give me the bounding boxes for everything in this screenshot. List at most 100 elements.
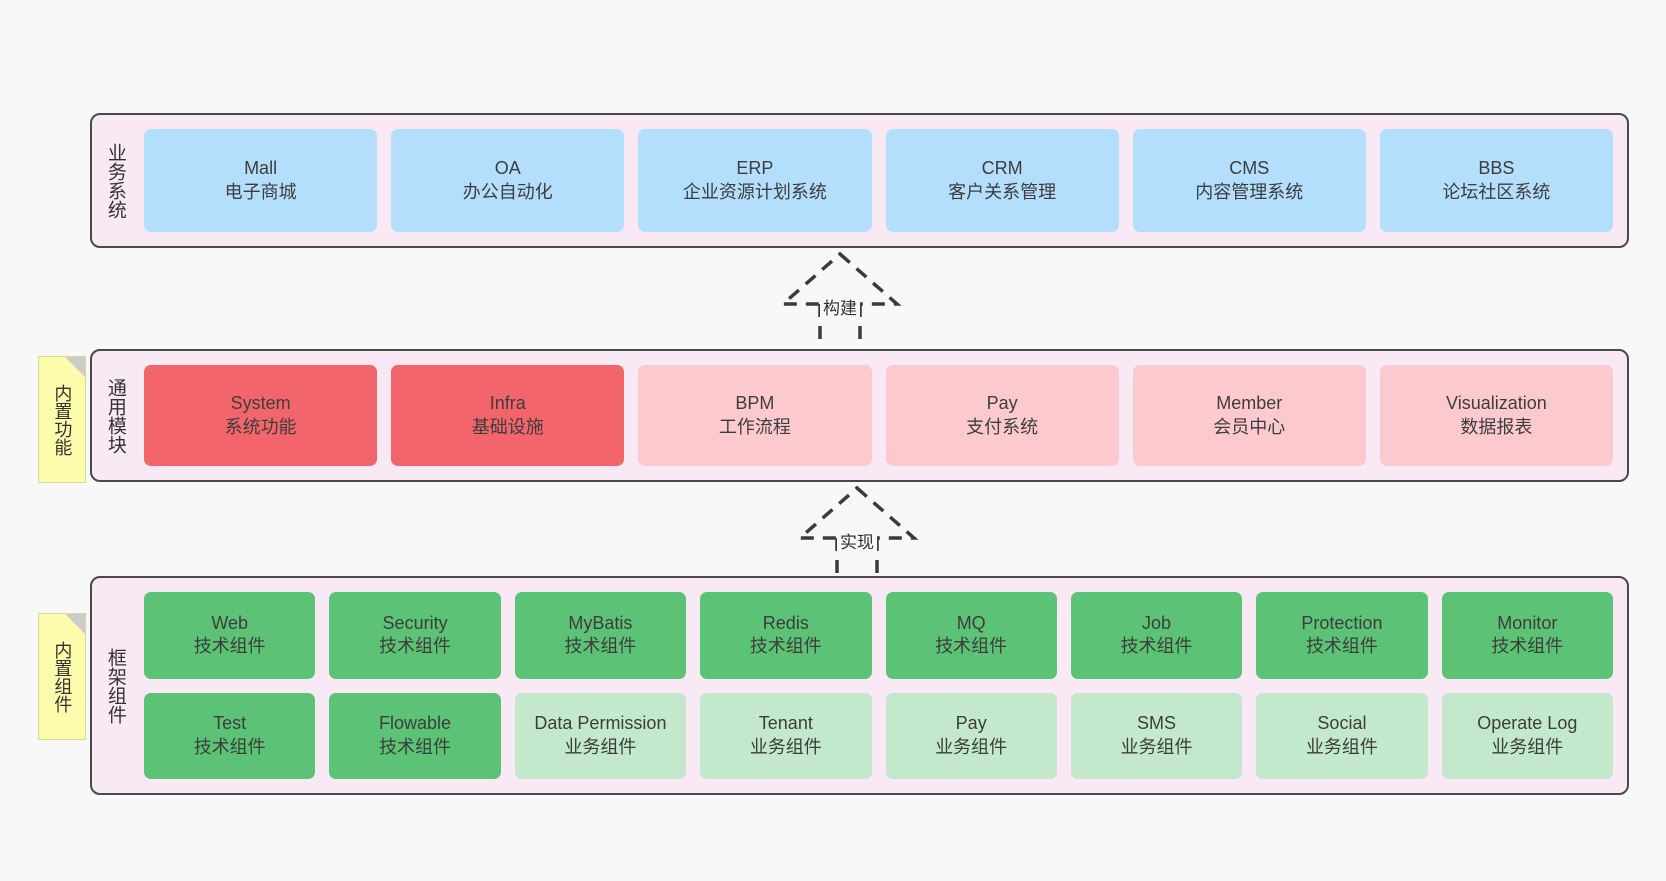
card-protection[interactable]: Protection 技术组件 (1256, 592, 1428, 679)
card-subtitle: 内容管理系统 (1195, 181, 1304, 202)
card-title: Data Permission (534, 713, 667, 734)
note-builtin-component: 内置组件 (38, 613, 86, 740)
card-grid-framework-components: Web 技术组件 Security 技术组件 MyBatis 技术组件 Redi… (138, 578, 1627, 793)
card-security[interactable]: Security 技术组件 (329, 592, 501, 679)
card-subtitle: 业务组件 (1120, 736, 1193, 757)
card-pay-component[interactable]: Pay 业务组件 (885, 692, 1057, 779)
card-title: MQ (956, 612, 986, 633)
card-erp[interactable]: ERP 企业资源计划系统 (638, 129, 872, 232)
card-title: CMS (1229, 158, 1270, 179)
card-title: Web (211, 612, 249, 633)
card-subtitle: 技术组件 (193, 736, 266, 757)
card-subtitle: 业务组件 (1491, 736, 1564, 757)
layer-title-common-modules: 通用模块 (104, 377, 126, 454)
card-tenant[interactable]: Tenant 业务组件 (700, 692, 872, 779)
card-grid-common-modules: System 系统功能 Infra 基础设施 BPM 工作流程 Pay 支付系统… (138, 351, 1627, 480)
card-title: OA (494, 158, 521, 179)
layer-common-modules: 通用模块 System 系统功能 Infra 基础设施 BPM 工作流程 Pay… (90, 349, 1629, 482)
card-title: Pay (955, 713, 987, 734)
card-title: CRM (981, 158, 1023, 179)
card-web[interactable]: Web 技术组件 (144, 592, 316, 679)
layer-framework-components: 框架组件 Web 技术组件 Security 技术组件 MyBatis 技术组件… (90, 576, 1629, 795)
card-subtitle: 技术组件 (379, 636, 452, 657)
card-title: Redis (762, 612, 809, 633)
card-title: Test (213, 713, 247, 734)
card-subtitle: 论坛社区系统 (1442, 181, 1551, 202)
card-title: Protection (1301, 612, 1383, 633)
card-subtitle: 办公自动化 (462, 181, 553, 202)
layer-title-business-systems: 业务系统 (104, 142, 126, 219)
card-sms[interactable]: SMS 业务组件 (1070, 692, 1243, 779)
card-mq[interactable]: MQ 技术组件 (885, 592, 1057, 679)
card-title: Tenant (758, 713, 813, 734)
card-title: BPM (735, 393, 775, 414)
card-subtitle: 业务组件 (935, 736, 1008, 757)
card-title: Member (1216, 393, 1283, 414)
card-subtitle: 业务组件 (564, 736, 637, 757)
card-subtitle: 客户关系管理 (948, 181, 1057, 202)
card-visualization[interactable]: Visualization 数据报表 (1379, 365, 1613, 466)
card-bpm[interactable]: BPM 工作流程 (638, 365, 872, 466)
card-title: Mall (244, 158, 278, 179)
card-title: Pay (986, 393, 1018, 414)
card-social[interactable]: Social 业务组件 (1256, 692, 1428, 779)
card-system[interactable]: System 系统功能 (144, 365, 378, 466)
card-subtitle: 业务组件 (749, 736, 822, 757)
card-subtitle: 电子商城 (224, 181, 297, 202)
card-job[interactable]: Job 技术组件 (1070, 592, 1243, 679)
card-subtitle: 企业资源计划系统 (682, 181, 827, 202)
card-bbs[interactable]: BBS 论坛社区系统 (1379, 129, 1613, 232)
card-subtitle: 基础设施 (471, 416, 544, 437)
card-operate-log[interactable]: Operate Log 业务组件 (1441, 692, 1613, 779)
card-title: ERP (736, 158, 774, 179)
arrow-label-build: 构建 (820, 294, 860, 319)
card-subtitle: 技术组件 (564, 636, 637, 657)
card-title: Social (1317, 713, 1367, 734)
card-subtitle: 业务组件 (1305, 736, 1378, 757)
card-subtitle: 工作流程 (718, 416, 791, 437)
layer-business-systems: 业务系统 Mall 电子商城 OA 办公自动化 ERP 企业资源计划系统 CRM… (90, 113, 1629, 248)
card-oa[interactable]: OA 办公自动化 (391, 129, 625, 232)
card-cms[interactable]: CMS 内容管理系统 (1132, 129, 1366, 232)
card-subtitle: 技术组件 (1305, 636, 1378, 657)
layer-title-framework-components: 框架组件 (104, 647, 126, 724)
card-subtitle: 数据报表 (1460, 416, 1533, 437)
generalization-arrow-build: 构建 (755, 250, 925, 350)
card-member[interactable]: Member 会员中心 (1132, 365, 1366, 466)
note-label: 内置组件 (52, 640, 73, 713)
note-builtin-function: 内置功能 (38, 356, 86, 483)
note-label: 内置功能 (52, 383, 73, 456)
card-subtitle: 技术组件 (935, 636, 1008, 657)
card-grid-business-systems: Mall 电子商城 OA 办公自动化 ERP 企业资源计划系统 CRM 客户关系… (138, 115, 1627, 246)
card-flowable[interactable]: Flowable 技术组件 (329, 692, 501, 779)
card-title: Flowable (379, 713, 452, 734)
card-crm[interactable]: CRM 客户关系管理 (885, 129, 1119, 232)
card-title: Visualization (1446, 393, 1547, 414)
card-monitor[interactable]: Monitor 技术组件 (1441, 592, 1613, 679)
card-subtitle: 支付系统 (966, 416, 1039, 437)
arrow-label-realize: 实现 (837, 528, 877, 553)
card-subtitle: 技术组件 (749, 636, 822, 657)
card-infra[interactable]: Infra 基础设施 (391, 365, 625, 466)
card-redis[interactable]: Redis 技术组件 (700, 592, 872, 679)
card-subtitle: 技术组件 (379, 736, 452, 757)
generalization-arrow-realize: 实现 (772, 484, 942, 584)
card-title: Job (1142, 612, 1172, 633)
card-subtitle: 会员中心 (1213, 416, 1286, 437)
card-title: BBS (1478, 158, 1515, 179)
card-data-permission[interactable]: Data Permission 业务组件 (514, 692, 687, 779)
card-mybatis[interactable]: MyBatis 技术组件 (514, 592, 687, 679)
card-title: MyBatis (568, 612, 633, 633)
card-title: SMS (1137, 713, 1177, 734)
card-test[interactable]: Test 技术组件 (144, 692, 316, 779)
card-mall[interactable]: Mall 电子商城 (144, 129, 378, 232)
card-subtitle: 系统功能 (224, 416, 297, 437)
card-title: Monitor (1497, 612, 1558, 633)
card-subtitle: 技术组件 (1120, 636, 1193, 657)
card-title: Infra (489, 393, 526, 414)
card-subtitle: 技术组件 (193, 636, 266, 657)
card-title: Security (382, 612, 448, 633)
card-pay-module[interactable]: Pay 支付系统 (885, 365, 1119, 466)
card-title: Operate Log (1477, 713, 1578, 734)
card-subtitle: 技术组件 (1491, 636, 1564, 657)
